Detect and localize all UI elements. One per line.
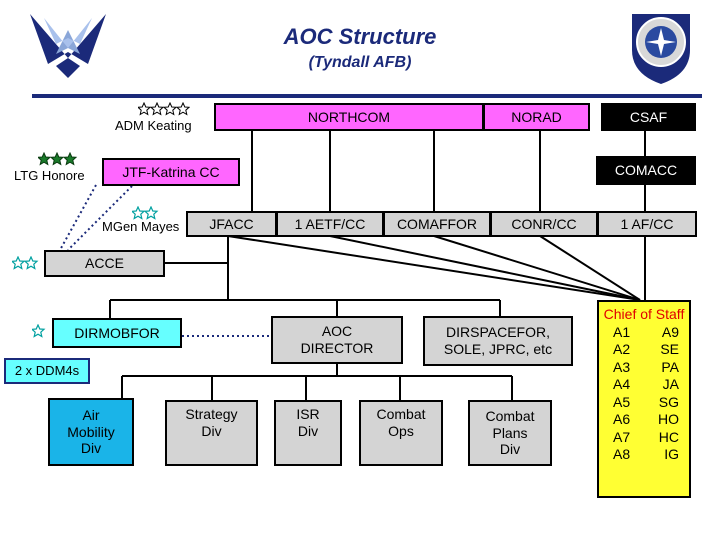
staff-code: A3 bbox=[613, 358, 631, 375]
isr-div-box[interactable]: ISR Div bbox=[274, 400, 342, 466]
staff-code: A9 bbox=[661, 323, 679, 340]
page-subtitle: (Tyndall AFB) bbox=[308, 54, 412, 71]
staff-row: A6 HO bbox=[599, 411, 689, 429]
staff-code: IG bbox=[664, 446, 679, 462]
staff-row: A1 A9 bbox=[599, 324, 689, 342]
staff-row: A4 JA bbox=[599, 376, 689, 394]
acce-two-star-rank-icon bbox=[12, 256, 39, 270]
staff-code: JA bbox=[662, 376, 679, 392]
comacc-label: COMACC bbox=[614, 162, 678, 179]
staff-code: HC bbox=[658, 428, 679, 445]
air-force-wings-icon bbox=[30, 14, 106, 78]
air-mobility-div-label: Air Mobility Div bbox=[67, 406, 115, 457]
staff-code: A4 bbox=[613, 376, 631, 392]
af-cc-box[interactable]: 1 AF/CC bbox=[597, 211, 697, 237]
acce-box[interactable]: ACCE bbox=[44, 250, 165, 277]
strategy-div-label: Strategy Div bbox=[185, 406, 238, 439]
staff-code: HO bbox=[658, 411, 679, 427]
staff-row: A5 SG bbox=[599, 394, 689, 412]
mgen-mayes-label: MGen Mayes bbox=[102, 219, 180, 234]
jtf-katrina-box[interactable]: JTF-Katrina CC bbox=[102, 158, 240, 186]
strategy-div-box[interactable]: Strategy Div bbox=[165, 400, 258, 466]
jfacc-box[interactable]: JFACC bbox=[186, 211, 277, 237]
northcom-label: NORTHCOM bbox=[307, 108, 391, 125]
norad-label: NORAD bbox=[511, 108, 562, 125]
dirspacefor-label: DIRSPACEFOR, SOLE, JPRC, etc bbox=[443, 324, 553, 357]
conr-label: CONR/CC bbox=[511, 215, 577, 232]
csaf-box[interactable]: CSAF bbox=[601, 103, 696, 131]
staff-code: SG bbox=[658, 393, 679, 410]
two-star-rank-icon bbox=[132, 206, 159, 220]
staff-code: A5 bbox=[613, 393, 631, 410]
staff-code: A8 bbox=[613, 446, 631, 462]
staff-code: A2 bbox=[613, 341, 631, 357]
title-divider bbox=[32, 94, 702, 98]
aoc-director-label: AOC DIRECTOR bbox=[300, 323, 374, 356]
combat-ops-label: Combat Ops bbox=[376, 406, 426, 439]
aoc-director-box[interactable]: AOC DIRECTOR bbox=[271, 316, 403, 364]
comacc-box[interactable]: COMACC bbox=[596, 156, 696, 185]
one-star-rank-icon bbox=[32, 324, 46, 338]
staff-row: A2 SE bbox=[599, 341, 689, 359]
page-title: AOC Structure bbox=[283, 24, 437, 49]
air-mobility-div-box[interactable]: Air Mobility Div bbox=[48, 398, 134, 466]
staff-code: PA bbox=[661, 358, 679, 375]
combat-plans-div-label: Combat Plans Div bbox=[485, 407, 535, 458]
dirmobfor-label: DIRMOBFOR bbox=[74, 324, 160, 341]
dirspacefor-box[interactable]: DIRSPACEFOR, SOLE, JPRC, etc bbox=[423, 316, 573, 366]
staff-code: A6 bbox=[613, 411, 631, 427]
air-mobility-command-seal-icon bbox=[632, 14, 690, 84]
ddm4s-box[interactable]: 2 x DDM4s bbox=[4, 358, 90, 384]
ddm4s-label: 2 x DDM4s bbox=[14, 363, 80, 379]
comaffor-box[interactable]: COMAFFOR bbox=[383, 211, 491, 237]
dirmobfor-box[interactable]: DIRMOBFOR bbox=[52, 318, 182, 348]
staff-row: A8 IG bbox=[599, 446, 689, 464]
aetf-label: 1 AETF/CC bbox=[294, 215, 366, 232]
ltg-honore-label: LTG Honore bbox=[14, 168, 85, 183]
aetf-box[interactable]: 1 AETF/CC bbox=[276, 211, 384, 237]
af-cc-label: 1 AF/CC bbox=[620, 215, 674, 232]
comaffor-label: COMAFFOR bbox=[396, 215, 478, 232]
staff-row: A7 HC bbox=[599, 429, 689, 447]
jfacc-label: JFACC bbox=[209, 215, 254, 232]
csaf-label: CSAF bbox=[629, 108, 668, 125]
chief-of-staff-heading: Chief of Staff bbox=[603, 306, 685, 322]
isr-div-label: ISR Div bbox=[296, 406, 320, 439]
northcom-box[interactable]: NORTHCOM bbox=[214, 103, 484, 131]
combat-ops-box[interactable]: Combat Ops bbox=[359, 400, 443, 466]
combat-plans-div-box[interactable]: Combat Plans Div bbox=[468, 400, 552, 466]
staff-code: SE bbox=[660, 341, 679, 357]
staff-code: A1 bbox=[613, 323, 631, 340]
adm-keating-label: ADM Keating bbox=[115, 118, 192, 133]
staff-code: A7 bbox=[613, 428, 631, 445]
jtf-katrina-label: JTF-Katrina CC bbox=[122, 163, 220, 180]
norad-box[interactable]: NORAD bbox=[483, 103, 590, 131]
conr-box[interactable]: CONR/CC bbox=[490, 211, 598, 237]
staff-row: A3 PA bbox=[599, 359, 689, 377]
three-star-rank-icon bbox=[38, 152, 78, 166]
four-star-rank-icon bbox=[138, 102, 190, 116]
acce-label: ACCE bbox=[85, 255, 124, 272]
